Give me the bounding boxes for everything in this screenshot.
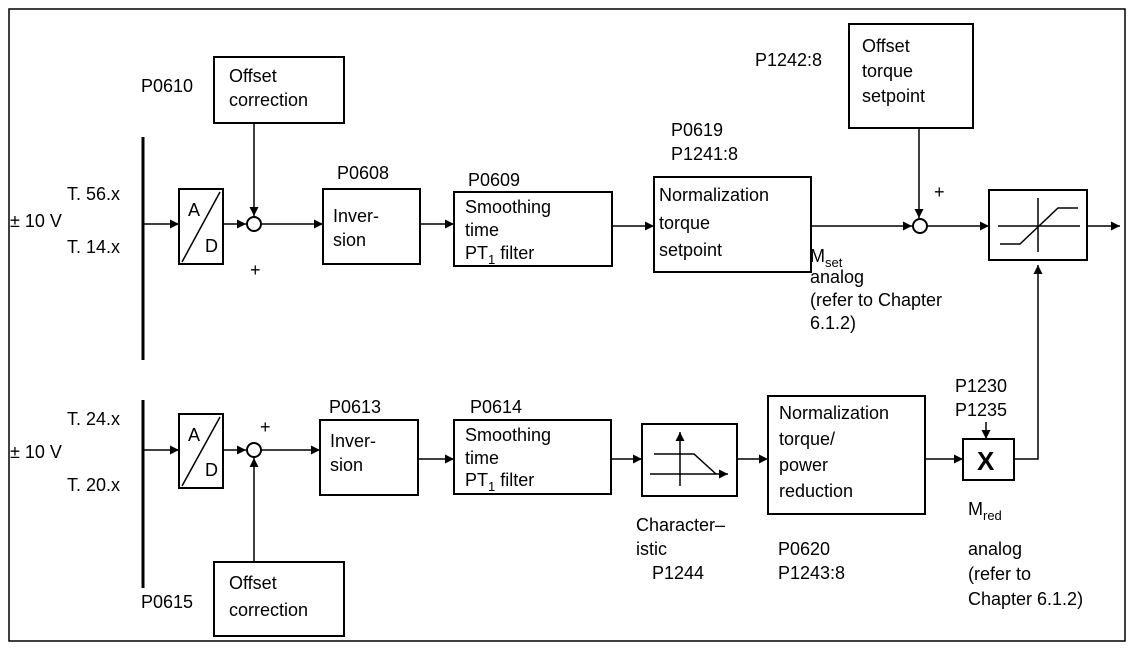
bottom-terminal-b: T. 20.x <box>67 475 120 495</box>
top-sum-plus: + <box>250 260 261 280</box>
bottom-adc-a: A <box>188 425 200 445</box>
mred-label: Mred <box>968 499 1002 523</box>
top-sum-junction <box>246 216 262 232</box>
bottom-sum-plus: + <box>260 417 271 437</box>
top-smoothing-line2: time <box>465 220 499 240</box>
bottom-normalization-block: Normalization torque/ power reduction <box>767 395 926 515</box>
top-adc-d: D <box>205 236 218 256</box>
multiplier-param2: P1235 <box>955 400 1007 420</box>
multiplier-param1: P1230 <box>955 376 1007 396</box>
top-smoothing-line3: PT1 filter <box>465 243 534 267</box>
bottom-normalization-line2: torque/ <box>779 429 835 449</box>
top-offset-torque-block: Offset torque setpoint <box>848 23 974 129</box>
top-offset-torque-line1: Offset <box>862 36 910 56</box>
top-adc-block: A D <box>178 188 224 265</box>
top-inversion-param: P0608 <box>337 163 389 183</box>
top-adc-a: A <box>188 200 200 220</box>
top-inversion-block: Inver- sion <box>322 188 421 265</box>
characteristic-block <box>641 423 738 497</box>
bottom-smoothing-line1: Smoothing <box>465 425 551 445</box>
mred-line4: Chapter 6.1.2) <box>968 589 1083 609</box>
bottom-normalization-line1: Normalization <box>779 403 889 423</box>
characteristic-param: P1244 <box>652 563 704 583</box>
top-offset-torque-param: P1242:8 <box>755 50 822 70</box>
bottom-adc-block: A D <box>178 413 224 489</box>
bottom-inversion-line2: sion <box>330 455 363 475</box>
bottom-offset-line1: Offset <box>229 573 277 593</box>
diagram-frame <box>8 8 1126 642</box>
bottom-smoothing-block: Smoothing time PT1 filter <box>453 419 612 495</box>
mset-line3: (refer to Chapter <box>810 290 942 310</box>
top-terminal-a: T. 56.x <box>67 184 120 204</box>
bottom-normalization-line4: reduction <box>779 481 853 501</box>
top-offset-torque-line3: setpoint <box>862 86 925 106</box>
limiter-block <box>988 189 1088 261</box>
characteristic-line2: istic <box>636 539 667 559</box>
bottom-inversion-param: P0613 <box>329 397 381 417</box>
bottom-smoothing-param: P0614 <box>470 397 522 417</box>
bottom-normalization-param1: P0620 <box>778 539 830 559</box>
top-offset-line2: correction <box>229 90 308 110</box>
bottom-sum-junction <box>246 442 262 458</box>
top-offset-torque-line2: torque <box>862 61 913 81</box>
top-torque-sum-junction <box>912 218 928 234</box>
top-torque-sum-plus: + <box>934 182 945 202</box>
mset-line4: 6.1.2) <box>810 313 856 333</box>
multiplier-block: X <box>962 438 1015 481</box>
bottom-normalization-line3: power <box>779 455 828 475</box>
mset-line2: analog <box>810 267 864 287</box>
bottom-offset-line2: correction <box>229 600 308 620</box>
bottom-offset-correction-block: Offset correction <box>213 561 345 637</box>
top-normalization-line1: Normalization <box>659 185 769 205</box>
multiplier-symbol: X <box>977 446 995 476</box>
top-normalization-line3: setpoint <box>659 240 722 260</box>
bottom-smoothing-line3: PT1 filter <box>465 470 534 494</box>
top-normalization-param2: P1241:8 <box>671 144 738 164</box>
top-smoothing-line1: Smoothing <box>465 197 551 217</box>
top-smoothing-param: P0609 <box>468 170 520 190</box>
top-terminal-b: T. 14.x <box>67 237 120 257</box>
bottom-inversion-line1: Inver- <box>330 431 376 451</box>
mset-label: Mset <box>810 246 843 270</box>
bottom-smoothing-line2: time <box>465 448 499 468</box>
top-offset-correction-block: Offset correction <box>213 56 345 124</box>
top-normalization-block: Normalization torque setpoint <box>653 176 812 273</box>
top-inversion-line2: sion <box>333 230 366 250</box>
bottom-adc-d: D <box>205 460 218 480</box>
mred-line2: analog <box>968 539 1022 559</box>
bottom-normalization-param2: P1243:8 <box>778 563 845 583</box>
bottom-inversion-block: Inver- sion <box>319 419 419 496</box>
top-offset-line1: Offset <box>229 66 277 86</box>
top-offset-param: P0610 <box>141 76 193 96</box>
bottom-offset-param: P0615 <box>141 592 193 612</box>
top-inversion-line1: Inver- <box>333 206 379 226</box>
top-normalization-line2: torque <box>659 213 710 233</box>
top-normalization-param1: P0619 <box>671 120 723 140</box>
mred-line3: (refer to <box>968 564 1031 584</box>
top-voltage: ± 10 V <box>10 211 62 231</box>
characteristic-line1: Character– <box>636 515 725 535</box>
bottom-voltage: ± 10 V <box>10 442 62 462</box>
bottom-terminal-a: T. 24.x <box>67 409 120 429</box>
top-smoothing-block: Smoothing time PT1 filter <box>453 191 613 267</box>
